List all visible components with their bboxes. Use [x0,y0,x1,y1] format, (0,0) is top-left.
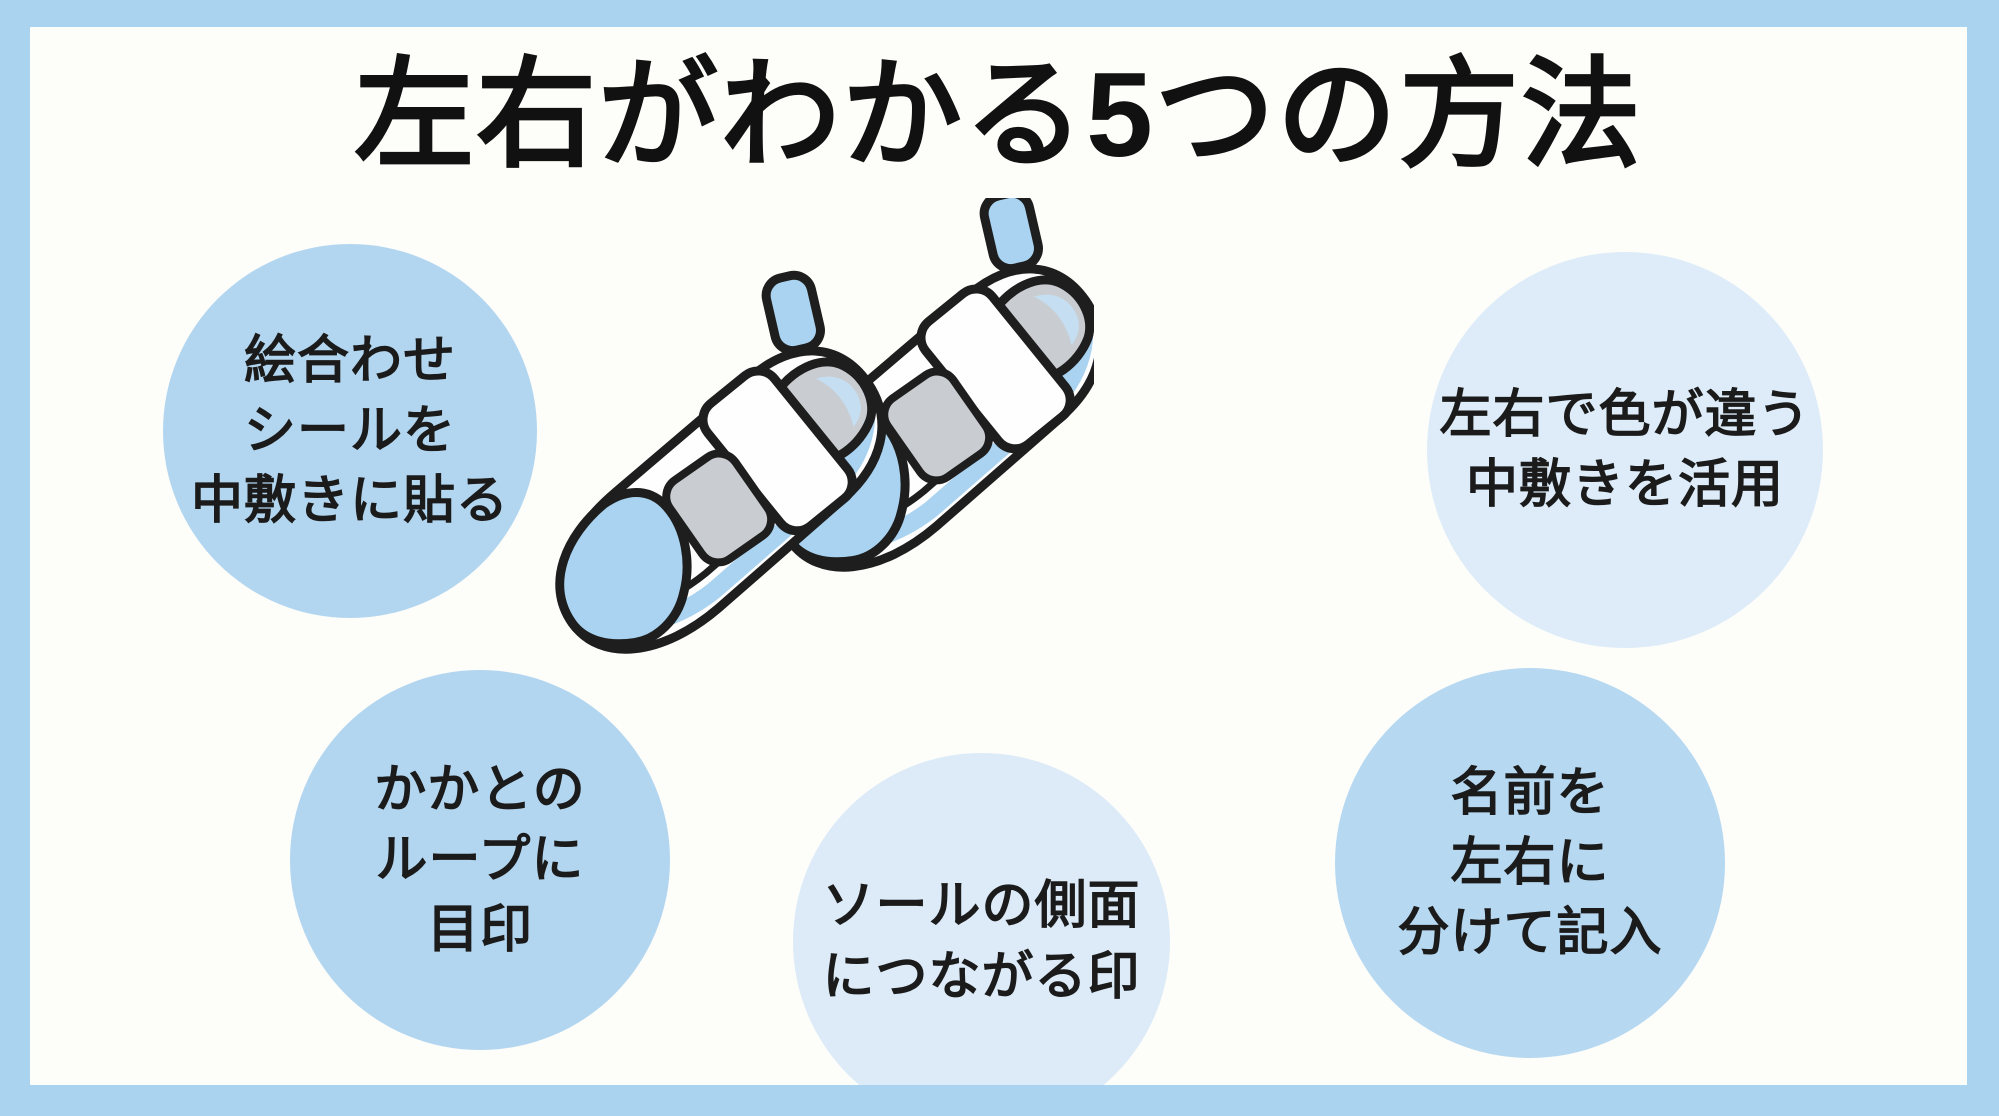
bubble-picture-matching-stickers: 絵合わせ シールを 中敷きに貼る [163,244,537,618]
bubble-text-line: につながる印 [822,947,1141,1006]
left-shoe [498,258,937,668]
bubble-different-color-insoles: 左右で色が違う 中敷きを活用 [1427,252,1823,648]
bubble-heel-loop-mark: かかとの ループに 目印 [290,670,670,1050]
bubble-sole-side-connected-mark: ソールの側面 につながる印 [793,753,1170,1085]
bubble-text-line: 絵合わせ [243,331,456,390]
bubble-name-split-left-right: 名前を 左右に 分けて記入 [1335,668,1725,1058]
page-title: 左右がわかる5つの方法 [354,48,1643,182]
bubble-text-line: ソールの側面 [822,877,1141,936]
bubble-text-line: 中敷きを活用 [1465,456,1784,514]
bubble-text-line: ループに [375,830,585,889]
bubble-text-line: かかとの [374,760,586,819]
bubble-text-line: 左右で色が違う [1439,385,1811,444]
content-panel: 左右がわかる5つの方法 絵合わせ シールを 中敷きに貼る かかとの ループに 目… [30,27,1967,1085]
bubble-text-line: 中敷きに貼る [190,472,509,531]
bubble-text-line: シールを [243,401,456,460]
bubble-text-line: 分けて記入 [1397,904,1663,963]
bubble-text-line: 左右に [1450,833,1610,892]
bubble-text-line: 目印 [426,901,533,960]
school-shoes-illustration [498,198,1094,668]
bubble-text-line: 名前を [1450,763,1610,822]
